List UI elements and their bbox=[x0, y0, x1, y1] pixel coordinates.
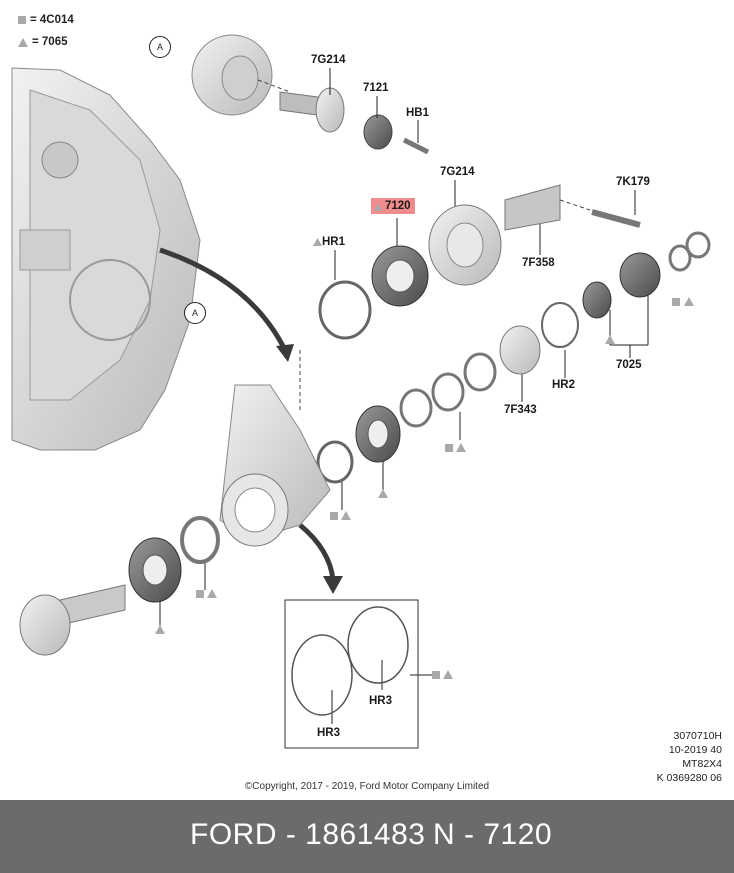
bearing-housing bbox=[219, 384, 331, 547]
exploded-parts-diagram bbox=[11, 34, 711, 749]
label-7120-text: 7120 bbox=[385, 200, 411, 212]
triangle-icon bbox=[18, 37, 28, 47]
flow-arrow-2 bbox=[298, 523, 336, 581]
seal-ring-lower bbox=[180, 516, 220, 564]
bolt-7k179 bbox=[591, 209, 641, 228]
bearing-7120 bbox=[371, 245, 429, 307]
legend-square: = 4C014 bbox=[18, 14, 74, 26]
label-hb1[interactable]: HB1 bbox=[406, 107, 430, 119]
label-7025[interactable]: 7025 bbox=[616, 359, 642, 371]
washers-mid bbox=[399, 352, 497, 428]
label-7f343[interactable]: 7F343 bbox=[504, 404, 537, 416]
detail-box-hr3 bbox=[284, 599, 419, 749]
transmission-housing bbox=[11, 67, 201, 451]
bearing-7121 bbox=[363, 114, 393, 150]
legend-triangle-code: = 7065 bbox=[32, 36, 68, 48]
square-icon bbox=[18, 16, 26, 24]
bolt-hb1 bbox=[402, 137, 430, 155]
small-rings-right bbox=[541, 231, 711, 348]
label-hr2[interactable]: HR2 bbox=[552, 379, 576, 391]
label-7k179[interactable]: 7K179 bbox=[616, 176, 650, 188]
reference-line-4: K 0369280 06 bbox=[656, 772, 722, 784]
copyright-notice: ©Copyright, 2017 - 2019, Ford Motor Comp… bbox=[244, 781, 490, 792]
triangle-icon bbox=[374, 203, 382, 211]
shaft-7g214-top bbox=[279, 87, 345, 133]
footer-bar: FORD - 1861483 N - 7120 bbox=[0, 800, 734, 873]
label-7g214-top[interactable]: 7G214 bbox=[311, 54, 346, 66]
flow-arrow bbox=[159, 247, 288, 352]
bearing-output bbox=[128, 537, 182, 603]
gear-7g214 bbox=[428, 204, 502, 286]
label-7121[interactable]: 7121 bbox=[363, 82, 389, 94]
bearing-lower bbox=[355, 405, 401, 463]
ring-lower bbox=[316, 440, 354, 484]
label-7f358[interactable]: 7F358 bbox=[522, 257, 555, 269]
callout-a-top: A bbox=[149, 36, 171, 58]
reference-line-2: 10-2019 40 bbox=[668, 744, 722, 756]
label-hr3-right[interactable]: HR3 bbox=[369, 695, 393, 707]
leader-lines bbox=[159, 68, 649, 724]
label-hr1[interactable]: HR1 bbox=[322, 236, 346, 248]
gear-7f343 bbox=[499, 325, 541, 375]
callout-a-housing: A bbox=[184, 302, 206, 324]
footer-part-number: FORD - 1861483 bbox=[190, 818, 426, 851]
footer-n-number: N - 7120 bbox=[433, 818, 553, 851]
snap-ring-hr1 bbox=[318, 280, 372, 340]
flow-arrow-2-head bbox=[323, 576, 343, 594]
flow-arrow-head bbox=[276, 344, 294, 362]
label-hr3-left[interactable]: HR3 bbox=[317, 727, 341, 739]
label-7120-highlighted[interactable]: 7120 bbox=[371, 198, 415, 214]
reference-line-3: MT82X4 bbox=[682, 758, 722, 770]
marker-symbols bbox=[155, 206, 694, 679]
label-7g214-mid[interactable]: 7G214 bbox=[440, 166, 475, 178]
front-housing-cover bbox=[191, 34, 291, 116]
shaft-7f358 bbox=[504, 184, 561, 231]
pinion-shaft bbox=[19, 584, 126, 656]
legend-triangle: = 7065 bbox=[18, 36, 68, 48]
reference-line-1: 3070710H bbox=[673, 730, 722, 742]
legend-square-code: = 4C014 bbox=[30, 14, 74, 26]
